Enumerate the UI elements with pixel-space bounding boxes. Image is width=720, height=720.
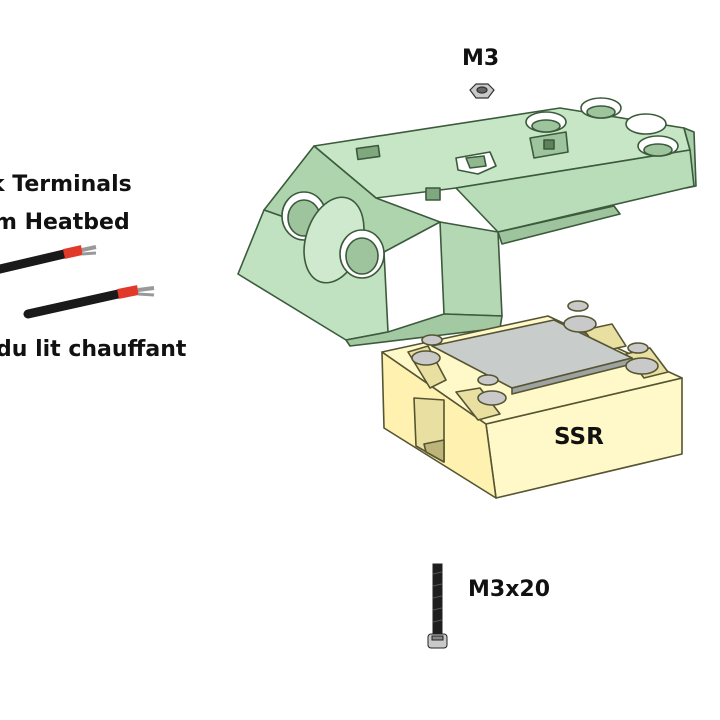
wire-label-line1: k Terminals — [0, 172, 132, 197]
wire-icon — [0, 245, 155, 319]
wire-label-line3: du lit chauffant — [0, 337, 187, 362]
wire-label-line2: m Heatbed — [0, 210, 130, 235]
housing-icon — [237, 97, 697, 347]
screw-icon — [427, 563, 448, 649]
ssr-label: SSR — [554, 424, 604, 450]
screw-label: M3x20 — [468, 577, 551, 602]
nut-icon — [469, 83, 495, 99]
ssr-icon — [381, 300, 683, 499]
m3-nut-label: M3 — [462, 46, 500, 71]
